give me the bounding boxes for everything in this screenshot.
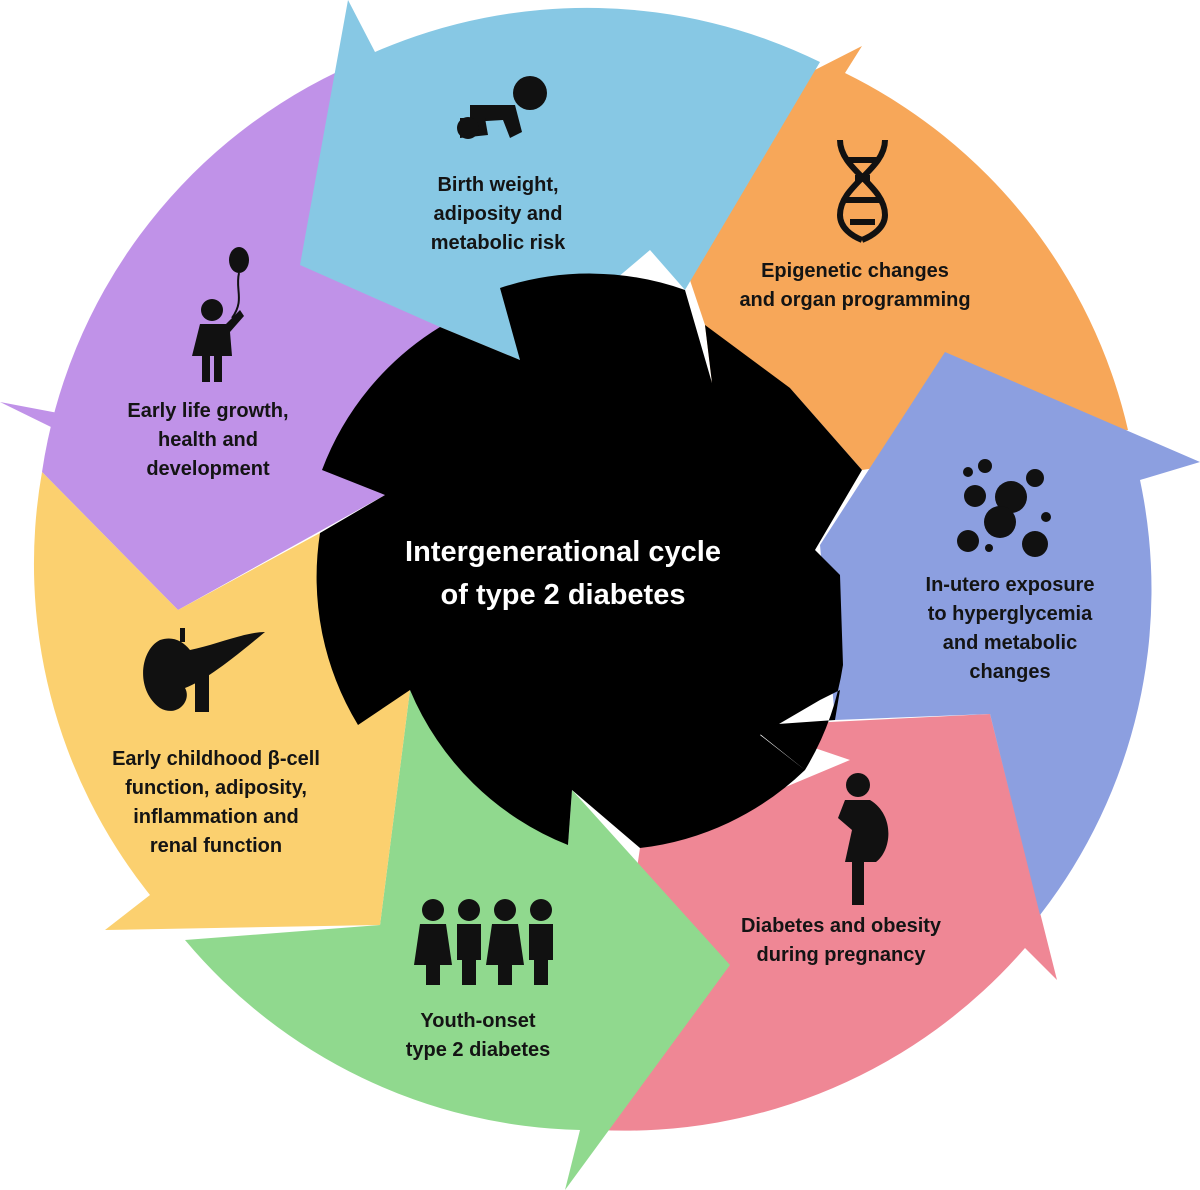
crawling-baby-icon [457, 76, 547, 139]
label-early-childhood: Early childhood β-cell function, adiposi… [112, 748, 320, 857]
label-in-utero: In-utero exposure to hyperglycemia and m… [925, 574, 1095, 683]
arrow-in-utero [820, 352, 1200, 915]
arrow-birth-weight [300, 0, 820, 360]
label-early-life: Early life growth, health and developmen… [127, 400, 289, 480]
pregnant-woman-icon [838, 773, 889, 905]
central-hub [316, 273, 862, 848]
label-epigenetic: Epigenetic changes and organ programming [739, 260, 971, 311]
label-birth-weight: Birth weight, adiposity and metabolic ri… [430, 174, 566, 254]
dna-icon [836, 139, 889, 243]
arrow-early-childhood [33, 472, 411, 930]
label-youth-onset: Youth-onset type 2 diabetes [405, 1010, 551, 1061]
youth-group-icon [414, 899, 553, 985]
label-pregnancy: Diabetes and obesity during pregnancy [740, 915, 942, 966]
arrow-epigenetic [648, 46, 1128, 470]
child-with-balloon-icon [192, 247, 249, 382]
molecules-icon [957, 459, 1051, 557]
center-title: Intergenerational cycle of type 2 diabet… [405, 536, 721, 611]
pancreas-icon [143, 628, 265, 712]
arrow-early-life-tip [0, 402, 200, 500]
central-hub-shape [316, 273, 862, 848]
